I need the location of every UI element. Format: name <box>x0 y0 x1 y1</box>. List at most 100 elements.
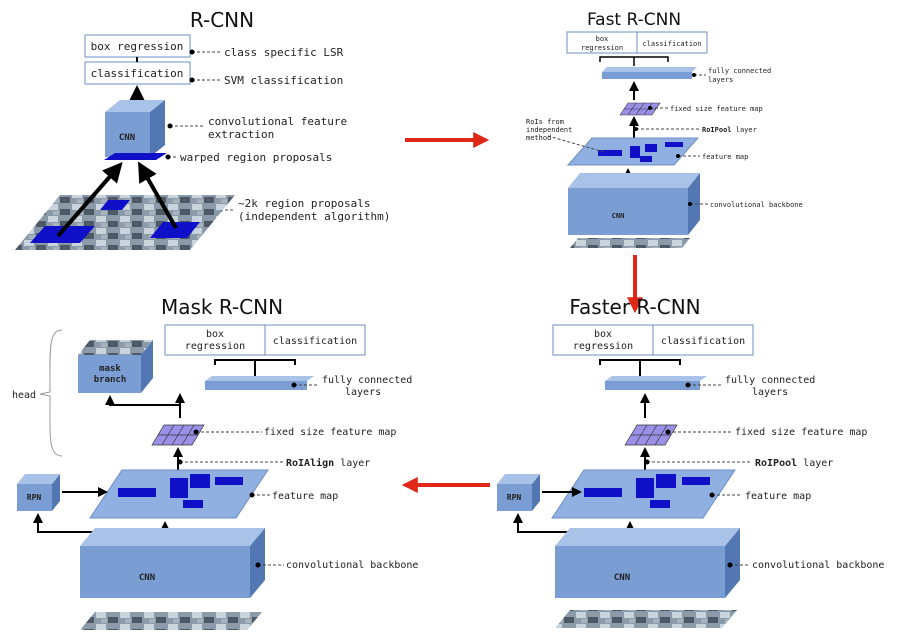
faster-rpn-label: RPN <box>507 493 522 502</box>
faster-box-regression-label-1: box <box>594 329 612 340</box>
fast-cnn-block: CNN <box>568 173 700 235</box>
mask-fixed-label: fixed size feature map <box>264 427 396 438</box>
faster-box-regression <box>552 324 654 356</box>
rcnn-box-regression-label: box regression <box>91 40 184 53</box>
faster-fc-label-1: fully connected <box>725 375 815 386</box>
rcnn-proposals-label-2: (independent algorithm) <box>238 210 390 223</box>
faster-classification-label: classification <box>661 336 745 347</box>
mask-branch-label-2: branch <box>94 375 127 385</box>
mask-branch-block: mask branch <box>78 340 153 393</box>
mask-grid-to-branch-arrow <box>105 395 181 418</box>
rcnn-classification-label: classification <box>91 67 184 80</box>
mask-box-regression-label-1: box <box>206 329 224 340</box>
fast-roipool-layer: layer <box>732 126 757 134</box>
fast-classification-label: classification <box>642 40 701 48</box>
fast-fixed-label: fixed size feature map <box>670 105 763 113</box>
head-bracket <box>39 329 63 457</box>
fast-feature-map-label: feature map <box>702 153 748 161</box>
mask-roialign: RoIAlign <box>286 457 334 469</box>
faster-roipool: RoIPool <box>755 458 797 469</box>
faster-roipool-layer-label: RoIPool layer <box>755 458 833 469</box>
fast-title: Fast R-CNN <box>587 10 681 30</box>
rcnn-cnn-block: CNN <box>105 100 165 157</box>
mask-rcnn-panel: Mask R-CNN box regression classification… <box>12 295 418 630</box>
fast-rcnn-panel: Fast R-CNN box regression classification <box>526 10 803 248</box>
mask-backbone-label: convolutional backbone <box>286 560 418 571</box>
faster-cnn-label: CNN <box>614 573 630 583</box>
mask-head-connectors <box>214 359 296 376</box>
fast-rois-label-3: method <box>526 134 551 142</box>
faster-input-image <box>555 610 737 628</box>
faster-roipool-layer: layer <box>797 458 833 469</box>
faster-fc-label-2: layers <box>752 387 788 398</box>
rcnn-warped-region <box>104 153 167 160</box>
fast-fc-label-2: layers <box>708 76 733 84</box>
rcnn-title: R-CNN <box>190 8 254 32</box>
fast-rois-label-1: RoIs from <box>526 118 564 126</box>
mask-fc-label-1: fully connected <box>322 375 412 386</box>
faster-leader-lines <box>647 384 752 566</box>
fast-classification <box>636 31 708 54</box>
mask-cnn-block: CNN <box>80 528 265 598</box>
mask-feature-map <box>89 469 269 519</box>
faster-feature-map-label: feature map <box>745 491 811 502</box>
rcnn-warped-label: warped region proposals <box>180 151 332 164</box>
mask-fc-label-2: layers <box>345 387 381 398</box>
faster-fixed-map <box>624 424 678 446</box>
mask-box-regression-label-2: regression <box>185 341 245 352</box>
fast-leader-dots <box>634 73 696 206</box>
fast-box-regression-label-2: regression <box>581 44 623 52</box>
rcnn-conv-label-1: convolutional feature <box>208 115 347 128</box>
mask-branch-label-1: mask <box>99 364 121 374</box>
fast-fc-layer <box>602 67 697 79</box>
mask-roialign-layer-label: RoIAlign layer <box>286 457 370 469</box>
rcnn-lsr-label: class specific LSR <box>224 46 344 59</box>
mask-fixed-map <box>151 424 205 446</box>
faster-backbone-label: convolutional backbone <box>752 560 884 571</box>
mask-roialign-layer: layer <box>334 458 370 469</box>
rcnn-proposals-label-1: ~2k region proposals <box>238 197 370 210</box>
faster-box-regression-label-2: regression <box>573 341 633 352</box>
evolution-arrows <box>401 132 643 493</box>
faster-title: Faster R-CNN <box>569 295 700 319</box>
mask-box-regression <box>164 324 266 356</box>
fast-input-image <box>570 238 690 248</box>
mask-leader-lines <box>180 384 318 566</box>
mask-classification <box>264 324 366 356</box>
fast-box-regression-label-1: box <box>596 35 609 43</box>
mask-classification-label: classification <box>273 336 357 347</box>
faster-feature-map <box>551 469 736 519</box>
mask-rpn-block: RPN <box>17 474 60 511</box>
fast-roipool: RoIPool <box>702 126 732 134</box>
mask-cnn-label: CNN <box>139 573 155 583</box>
faster-classification <box>652 324 754 356</box>
rcnn-conv-label-2: extraction <box>208 128 274 141</box>
fast-roipool-layer-label: RoIPool layer <box>702 126 757 134</box>
faster-cnn-block: CNN <box>555 528 740 598</box>
fast-feature-map <box>566 137 700 166</box>
mask-rpn-label: RPN <box>27 493 42 502</box>
faster-leader-dots <box>644 382 733 568</box>
faster-fc-layer <box>605 376 707 390</box>
rcnn-proposal-arrows <box>56 161 178 238</box>
faster-rcnn-panel: Faster R-CNN box regression classificati… <box>497 295 884 628</box>
fast-head-connectors <box>599 56 669 66</box>
fast-backbone-label: convolutional backbone <box>710 201 803 209</box>
mask-title: Mask R-CNN <box>161 295 283 319</box>
faster-fixed-label: fixed size feature map <box>735 427 867 438</box>
fast-cnn-label: CNN <box>612 212 625 220</box>
mask-feature-map-label: feature map <box>272 491 338 502</box>
fast-fixed-map <box>619 102 661 116</box>
head-label: head <box>12 390 36 401</box>
rcnn-cnn-label: CNN <box>119 133 135 143</box>
mask-input-image <box>80 612 262 630</box>
rcnn-input-image <box>15 195 235 250</box>
faster-head-connectors <box>599 359 681 376</box>
fast-rois-label-2: independent <box>526 126 572 134</box>
fast-fc-label-1: fully connected <box>708 67 771 75</box>
mask-fc-layer <box>205 376 314 390</box>
mask-leader-dots <box>177 382 297 568</box>
rcnn-panel: R-CNN box regression classification clas… <box>15 8 390 250</box>
rcnn-svm-label: SVM classification <box>224 74 343 87</box>
